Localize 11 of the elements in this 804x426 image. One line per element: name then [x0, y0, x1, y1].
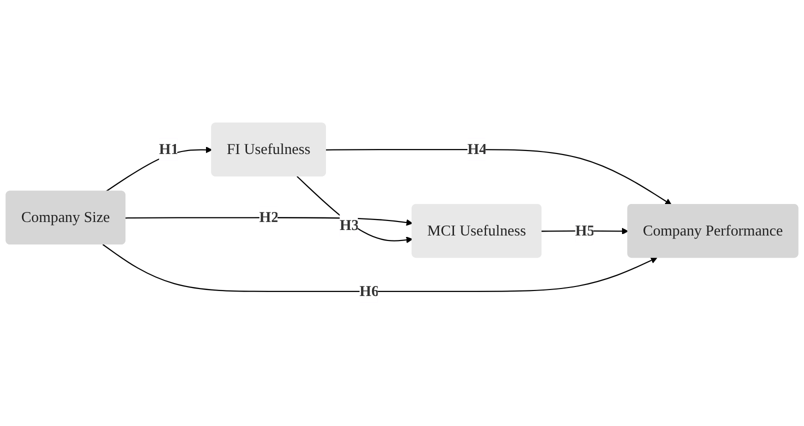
arrow — [106, 146, 212, 192]
edge-label: H1 — [159, 141, 178, 158]
edge-label: H6 — [360, 283, 379, 300]
edge-label: H5 — [575, 222, 595, 240]
edge-label: H3 — [340, 217, 359, 234]
arrow — [125, 217, 413, 226]
arrow — [326, 149, 672, 206]
arrow — [296, 176, 413, 244]
arrow — [542, 228, 628, 235]
edge-label: H2 — [259, 209, 279, 226]
arrow — [102, 244, 658, 292]
